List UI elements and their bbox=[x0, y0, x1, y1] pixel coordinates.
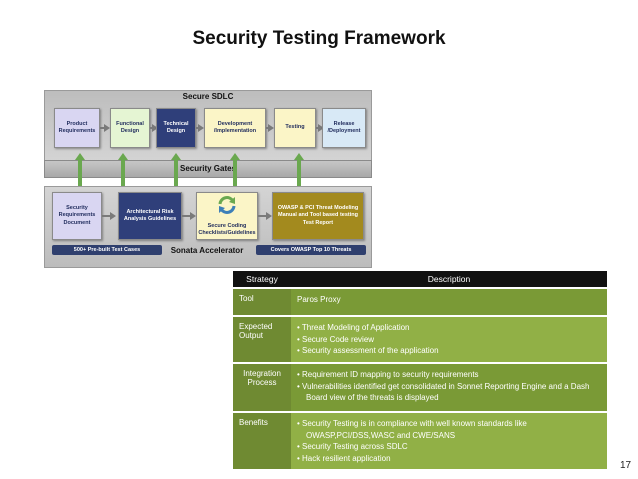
description-line: • Secure Code review bbox=[297, 334, 375, 344]
description-line: • Requirement ID mapping to security req… bbox=[297, 370, 479, 379]
table-row: Tool Paros Proxy bbox=[233, 287, 607, 316]
refresh-cycle-icon bbox=[218, 196, 236, 214]
strategy-cell: Expected Output bbox=[233, 315, 291, 363]
table-header-row: Strategy Description bbox=[233, 271, 607, 288]
description-line: Paros Proxy bbox=[297, 295, 341, 304]
security-framework-diagram: Secure SDLC Product Requirements Functio… bbox=[44, 90, 372, 268]
table-row: Expected Output • Threat Modeling of App… bbox=[233, 315, 607, 363]
description-line: • Hack resilient application bbox=[297, 453, 391, 463]
description-cell: • Security Testing is in compliance with… bbox=[291, 410, 607, 470]
security-gates-bar bbox=[44, 160, 372, 178]
sdlc-step-testing: Testing bbox=[274, 108, 316, 148]
strategy-cell: Benefits bbox=[233, 410, 291, 470]
security-gates-label: Security Gates bbox=[179, 164, 237, 173]
slide-title: Security Testing Framework bbox=[192, 28, 446, 49]
description-line: • Security Testing is in compliance with… bbox=[297, 419, 527, 440]
accelerator-security-requirements: Security Requirements Document bbox=[52, 192, 102, 240]
description-line: • Security Testing across SDLC bbox=[297, 442, 408, 452]
page-number: 17 bbox=[620, 460, 632, 471]
description-cell: • Requirement ID mapping to security req… bbox=[291, 362, 607, 412]
description-header: Description bbox=[291, 271, 607, 288]
strategy-cell: Tool bbox=[233, 287, 291, 316]
description-cell: Paros Proxy bbox=[291, 287, 607, 316]
strategy-table: Strategy Description Tool Paros Proxy Ex… bbox=[233, 271, 607, 470]
up-arrow-icon bbox=[230, 153, 240, 160]
sonata-accelerator-label: Sonata Accelerator bbox=[170, 246, 244, 255]
description-line: • Vulnerabilities identified get consoli… bbox=[297, 381, 590, 403]
description-line: • Threat Modeling of Application bbox=[297, 323, 410, 332]
up-arrow-icon bbox=[75, 153, 85, 160]
secure-sdlc-label: Secure SDLC bbox=[182, 92, 234, 101]
strategy-cell: Integration Process bbox=[233, 362, 291, 412]
sdlc-step-product-requirements: Product Requirements bbox=[54, 108, 100, 148]
accelerator-threat-modeling: OWASP & PCI Threat Modeling Manual and T… bbox=[272, 192, 364, 240]
prebuilt-test-cases-pill: 500+ Pre-built Test Cases bbox=[52, 245, 162, 255]
sdlc-step-functional-design: Functional Design bbox=[110, 108, 150, 148]
accelerator-risk-analysis: Architectural Risk Analysis Guidelines bbox=[118, 192, 182, 240]
description-cell: • Threat Modeling of Application • Secur… bbox=[291, 315, 607, 363]
strategy-header: Strategy bbox=[233, 271, 291, 288]
up-arrow-icon bbox=[294, 153, 304, 160]
sdlc-step-release: Release /Deployment bbox=[322, 108, 366, 148]
owasp-top10-pill: Covers OWASP Top 10 Threats bbox=[256, 245, 366, 255]
accelerator-secure-coding-label: Secure Coding Checklists/Guidelines bbox=[198, 222, 256, 236]
up-arrow-icon bbox=[171, 153, 181, 160]
description-line: • Security assessment of the application bbox=[297, 346, 439, 356]
table-row: Integration Process • Requirement ID map… bbox=[233, 362, 607, 412]
accelerator-secure-coding: Secure Coding Checklists/Guidelines bbox=[196, 192, 258, 240]
up-arrow-icon bbox=[118, 153, 128, 160]
table-row: Benefits • Security Testing is in compli… bbox=[233, 410, 607, 470]
sdlc-step-technical-design: Technical Design bbox=[156, 108, 196, 148]
sdlc-step-development: Development /Implementation bbox=[204, 108, 266, 148]
